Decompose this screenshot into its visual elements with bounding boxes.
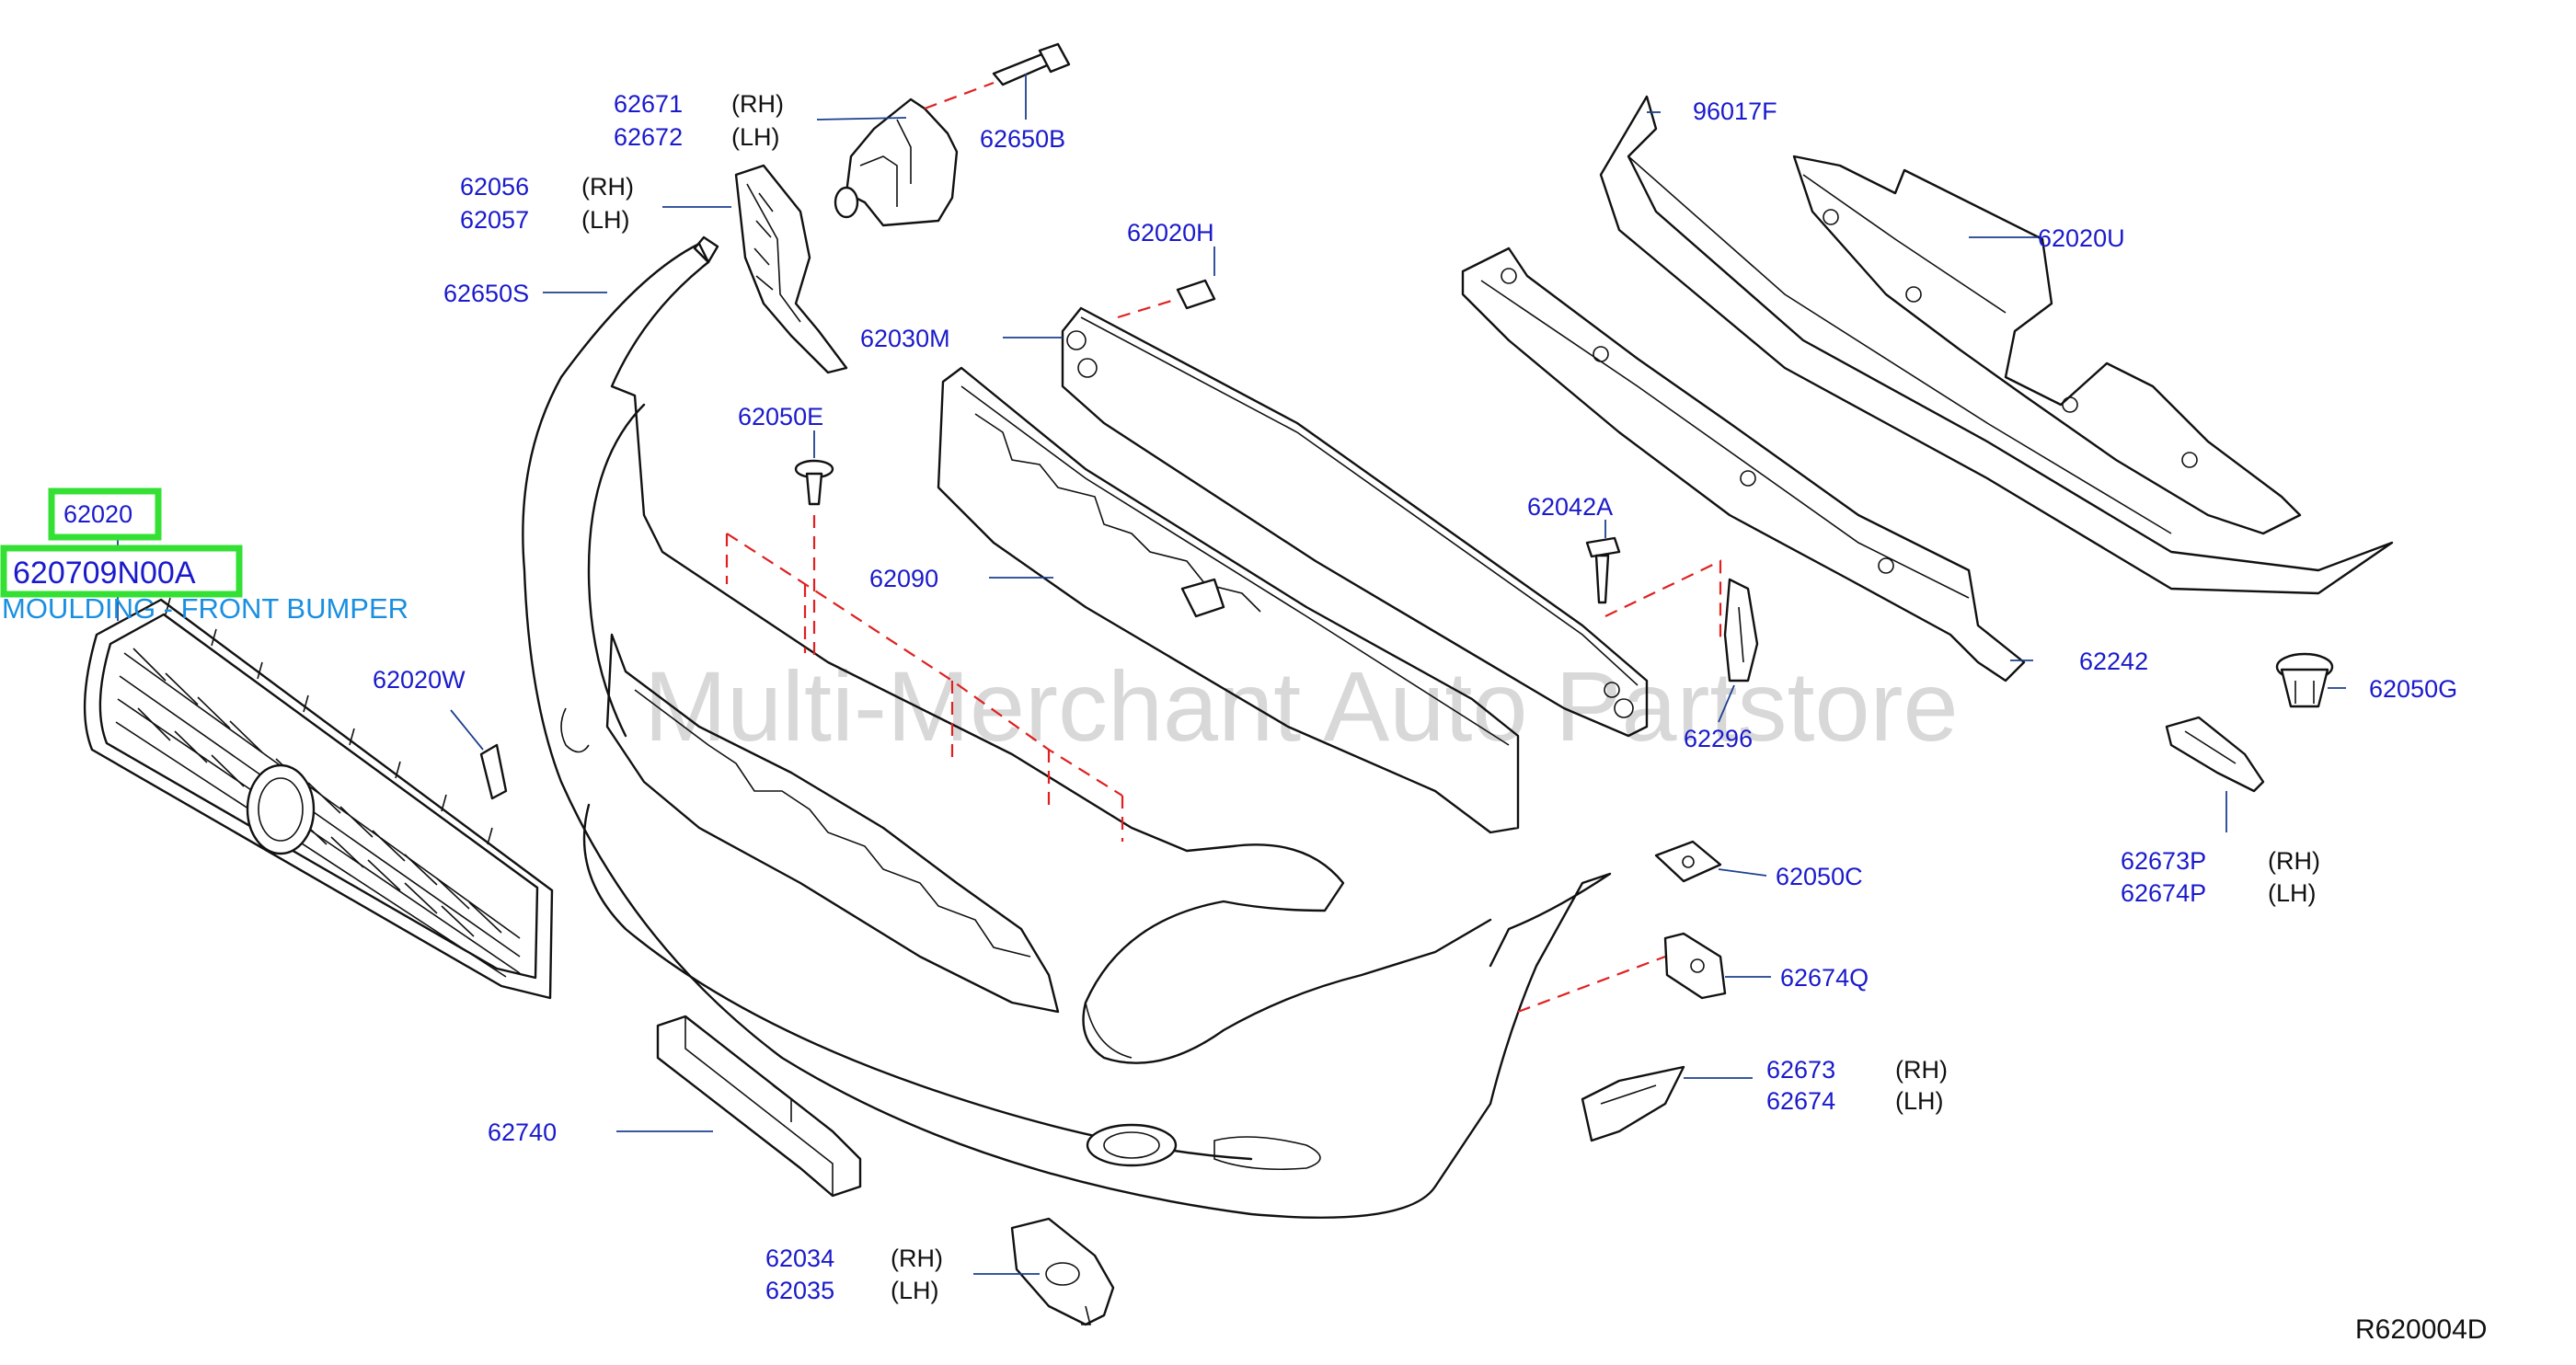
side-62674P: (LH): [2268, 879, 2317, 907]
label-62034[interactable]: 62034: [765, 1245, 834, 1272]
tow-hook-cap-62020W-drawing[interactable]: [479, 743, 508, 800]
label-62020H[interactable]: 62020H: [1127, 219, 1214, 247]
label-62050C[interactable]: 62050C: [1776, 863, 1863, 890]
part-description-text: MOULDING - FRONT BUMPER: [2, 592, 408, 625]
label-62650S[interactable]: 62650S: [443, 280, 529, 307]
label-62673[interactable]: 62673: [1766, 1056, 1835, 1084]
group-code-text[interactable]: 62020: [63, 500, 132, 528]
label-62650B[interactable]: 62650B: [980, 125, 1065, 153]
side-62056: (RH): [581, 173, 634, 201]
upper-bracket-62650S-drawing[interactable]: [693, 235, 719, 264]
side-62057: (LH): [581, 206, 630, 234]
label-62740[interactable]: 62740: [488, 1118, 557, 1146]
highlight-callout[interactable]: 62020 620709N00A MOULDING - FRONT BUMPER: [0, 488, 408, 625]
energy-absorber-62090-drawing[interactable]: [937, 366, 1520, 834]
label-62672[interactable]: 62672: [614, 123, 683, 151]
front-grille-drawing[interactable]: [83, 597, 554, 1000]
label-62042A[interactable]: 62042A: [1527, 493, 1613, 521]
part-labels: 62671 (RH) 62672 (LH) 62650B 62056 (RH) …: [373, 90, 2457, 1304]
part-number-box: [0, 545, 243, 598]
bracket-62673-drawing[interactable]: [1581, 1065, 1685, 1142]
mounting-dashed-lines: [725, 533, 1666, 1014]
reinforcement-62030M-drawing[interactable]: [1061, 306, 1649, 738]
diagram-reference-code: R620004D: [2355, 1314, 2487, 1345]
label-62674P[interactable]: 62674P: [2121, 879, 2206, 907]
side-62672: (LH): [731, 123, 780, 151]
absorber-bracket-62242-drawing[interactable]: [1461, 247, 2026, 682]
undercover-62020U-drawing[interactable]: [1792, 155, 2302, 535]
label-62056[interactable]: 62056: [460, 173, 529, 201]
clip-62020H-drawing[interactable]: [1117, 279, 1216, 319]
side-62673P: (RH): [2268, 847, 2320, 875]
watermark-text: Multi-Merchant Auto Partstore: [644, 650, 1959, 762]
air-spoiler-96017F-drawing[interactable]: [1599, 95, 2394, 595]
part-number-text[interactable]: 620709N00A: [13, 556, 196, 591]
side-bracket-62056-drawing[interactable]: [734, 164, 848, 374]
label-62050G[interactable]: 62050G: [2369, 675, 2457, 703]
group-code-box: [48, 488, 162, 541]
label-62673P[interactable]: 62673P: [2121, 847, 2206, 875]
label-62671[interactable]: 62671: [614, 90, 683, 118]
side-62034: (RH): [891, 1245, 943, 1272]
label-62090[interactable]: 62090: [869, 565, 938, 592]
label-62296[interactable]: 62296: [1684, 725, 1753, 752]
side-62671: (RH): [731, 90, 784, 118]
label-62035[interactable]: 62035: [765, 1277, 834, 1304]
fog-bracket-62034-drawing[interactable]: [1010, 1217, 1115, 1326]
label-62057[interactable]: 62057: [460, 206, 529, 234]
clip-62050G-drawing[interactable]: [2275, 652, 2334, 708]
bracket-62673P-drawing[interactable]: [2165, 716, 2265, 793]
clip-nut-62050C-drawing[interactable]: [1654, 840, 1722, 883]
bolt-62042A-drawing[interactable]: [1585, 536, 1722, 644]
label-62674[interactable]: 62674: [1766, 1087, 1835, 1115]
front-bumper-fascia-drawing[interactable]: [522, 242, 1612, 1219]
label-96017F[interactable]: 96017F: [1693, 98, 1777, 125]
label-62020W[interactable]: 62020W: [373, 666, 466, 694]
bolt-62650B-drawing[interactable]: [924, 42, 1071, 110]
side-62035: (LH): [891, 1277, 939, 1304]
clip-62050E-drawing[interactable]: [794, 459, 834, 662]
bracket-62674Q-drawing[interactable]: [1663, 932, 1727, 1000]
label-62030M[interactable]: 62030M: [860, 325, 950, 352]
label-62674Q[interactable]: 62674Q: [1780, 964, 1869, 992]
side-62674: (LH): [1895, 1087, 1944, 1115]
license-bracket-62740-drawing[interactable]: [656, 1015, 862, 1198]
label-62242[interactable]: 62242: [2079, 648, 2148, 675]
bracket-62296-drawing[interactable]: [1723, 578, 1759, 682]
label-62050E[interactable]: 62050E: [738, 403, 823, 430]
label-62020U[interactable]: 62020U: [2038, 224, 2125, 252]
side-62673: (RH): [1895, 1056, 1948, 1084]
sensor-bracket-62671-drawing[interactable]: [834, 98, 959, 227]
